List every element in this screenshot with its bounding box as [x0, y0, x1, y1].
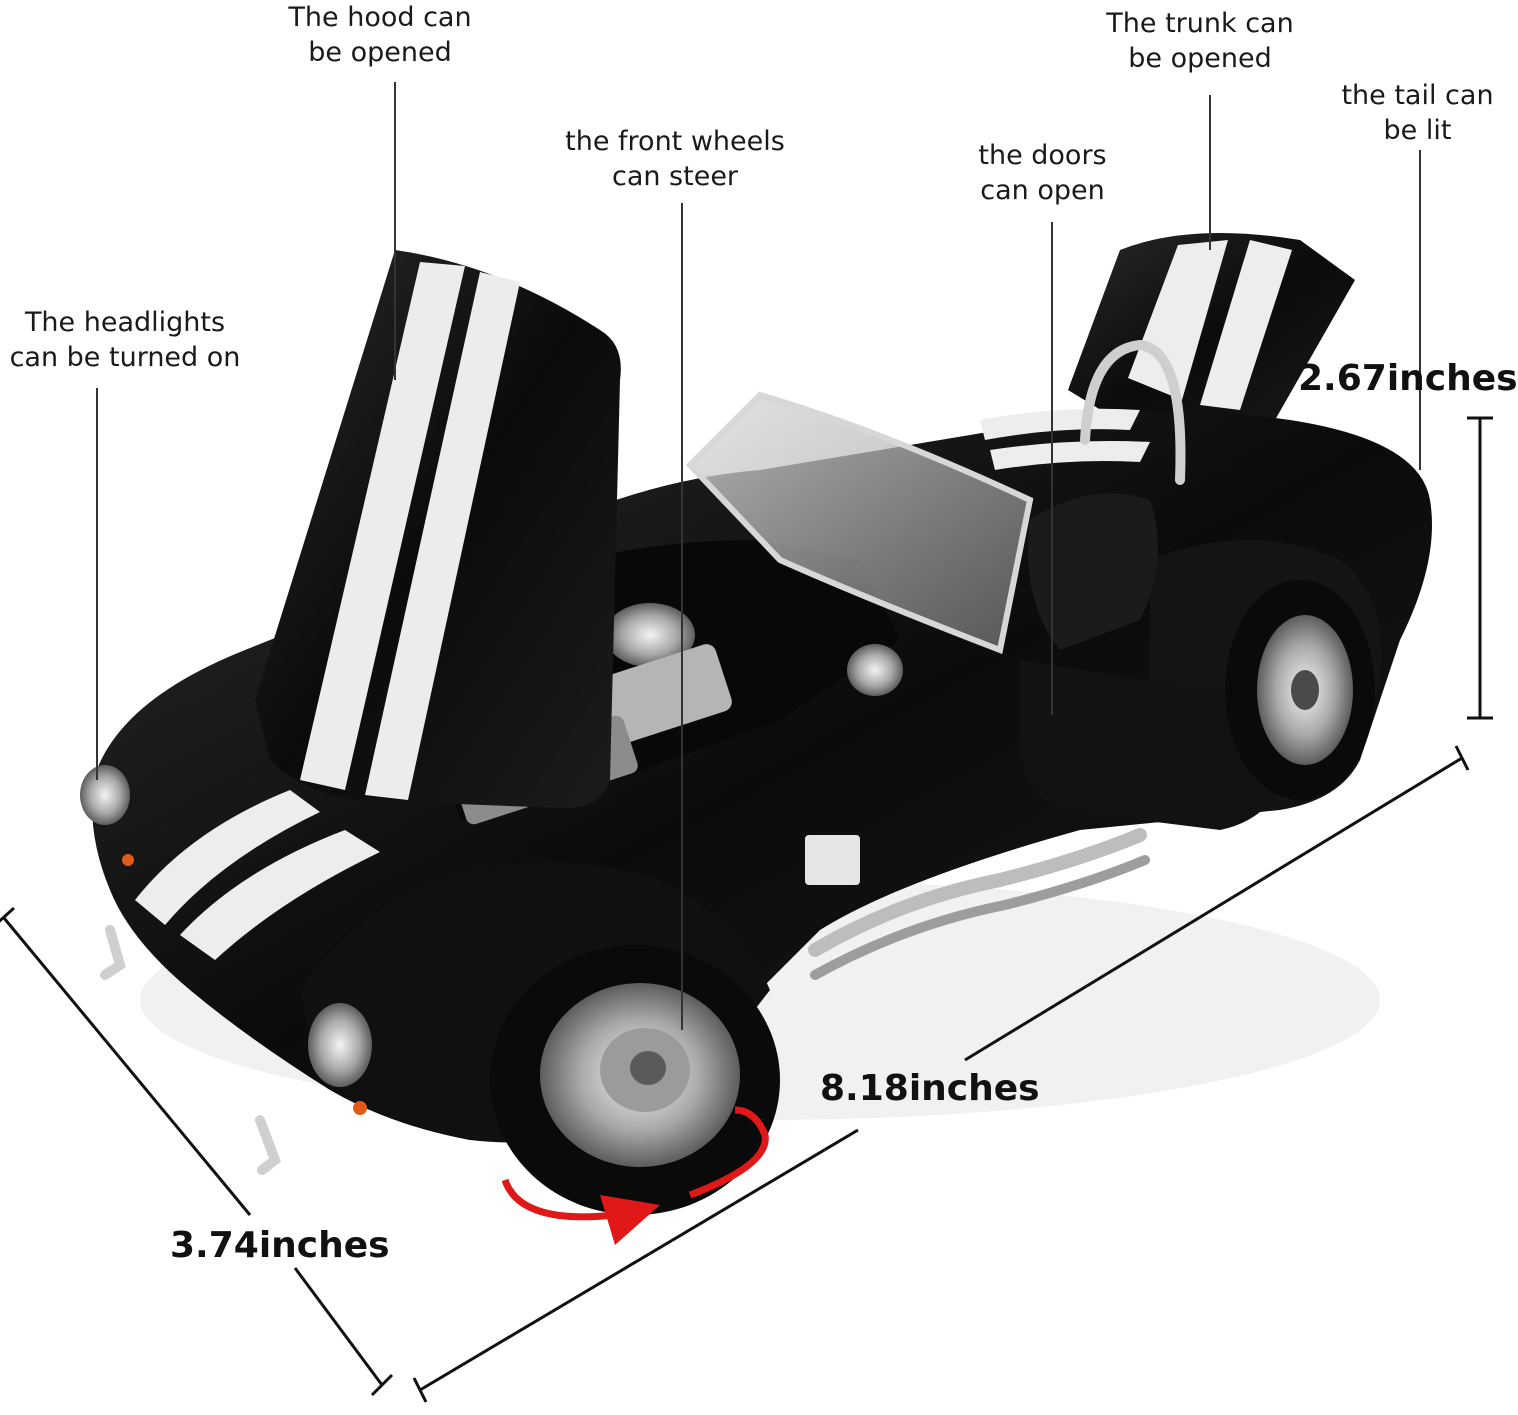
trunk-lid: [1068, 232, 1355, 440]
headlights: [80, 765, 372, 1115]
label-headlights: The headlights can be turned on: [9, 307, 241, 373]
side-mirror: [847, 644, 903, 696]
rear-wheel: [1225, 580, 1375, 800]
label-tail: the tail can be lit: [1341, 80, 1494, 146]
length-dimension: 8.18inches: [820, 1068, 1040, 1109]
circular-arrow-icon: [501, 1106, 769, 1245]
leader-lines: [96, 82, 1421, 1030]
seat: [1028, 493, 1158, 650]
label-trunk: The trunk can be opened: [1106, 8, 1294, 74]
height-dimension: 2.67inches: [1298, 358, 1518, 399]
front-wheel: [490, 945, 780, 1215]
width-dimension: 3.74inches: [170, 1225, 390, 1266]
label-doors: the doors can open: [978, 140, 1107, 206]
label-steer: the front wheels can steer: [565, 126, 785, 192]
hood-lid: [255, 250, 621, 809]
label-hood: The hood can be opened: [288, 2, 472, 68]
windshield: [685, 391, 1034, 655]
open-door: [1020, 660, 1293, 830]
dimension-lines: [0, 416, 1493, 1403]
front-bumper: [100, 925, 281, 1175]
roll-bar: [1080, 339, 1186, 485]
